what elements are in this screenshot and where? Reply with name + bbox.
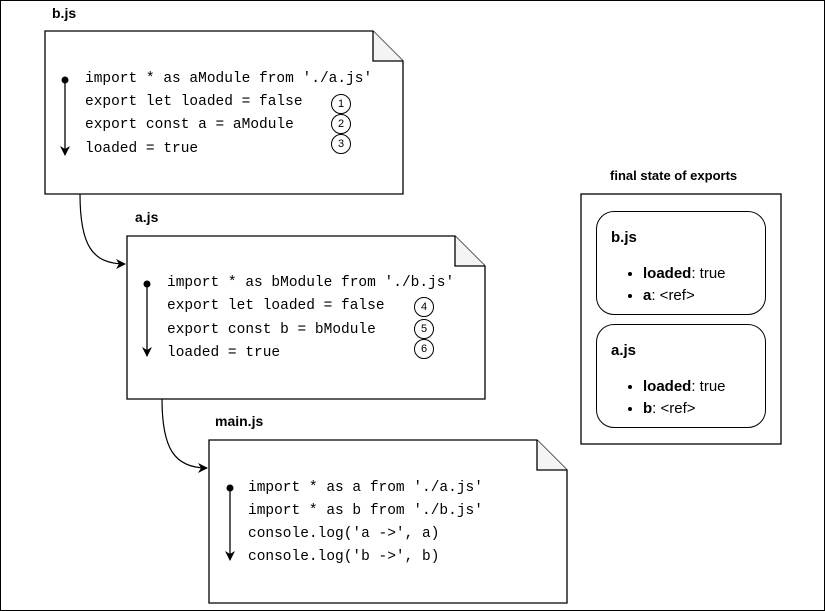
a-js-code-line-3: export const b = bModule	[167, 322, 376, 338]
export-value: : true	[691, 378, 726, 395]
a-js-file-box	[126, 235, 486, 400]
b-js-file-box	[44, 30, 404, 195]
b-js-code-line-3: export const a = aModule	[85, 117, 294, 133]
export-item-loaded: loaded: true	[643, 376, 726, 398]
a-to-main-connector	[161, 398, 208, 473]
main-js-code-line-4: console.log('b ->', b)	[248, 549, 440, 565]
step-badge-1: 1	[331, 94, 351, 114]
a-js-code-line-4: loaded = true	[167, 345, 281, 361]
export-item-b: b: <ref>	[643, 398, 726, 420]
export-key: loaded	[643, 265, 692, 282]
main-js-file-fold	[536, 440, 567, 471]
step-badge-2: 2	[331, 114, 351, 134]
a-js-title: a.js	[135, 209, 159, 225]
b-js-file-fold	[372, 31, 403, 62]
export-value: : <ref>	[651, 287, 695, 304]
step-badge-5: 5	[414, 319, 434, 339]
step-badge-4: 4	[414, 297, 434, 317]
exports-panel-title: final state of exports	[610, 168, 738, 183]
exports-card-a-js: a.js loaded: true b: <ref>	[596, 324, 766, 428]
a-js-code-line-1: import * as bModule from './b.js'	[167, 275, 455, 291]
export-item-loaded: loaded: true	[643, 263, 726, 285]
export-key: a	[643, 287, 652, 304]
export-key: b	[643, 400, 653, 417]
export-key: loaded	[643, 378, 692, 395]
export-value: : <ref>	[652, 400, 696, 417]
exports-card-b-js-title: b.js	[611, 229, 637, 246]
exports-card-a-js-list: loaded: true b: <ref>	[597, 376, 726, 420]
b-js-code-line-1: import * as aModule from './a.js'	[85, 71, 373, 87]
main-js-code-line-2: import * as b from './b.js'	[248, 503, 483, 519]
exports-card-b-js-list: loaded: true a: <ref>	[597, 263, 726, 307]
step-badge-3: 3	[331, 134, 351, 154]
export-item-a: a: <ref>	[643, 285, 726, 307]
b-to-a-connector	[79, 193, 126, 269]
exports-card-a-js-title: a.js	[611, 342, 637, 359]
main-js-code-line-1: import * as a from './a.js'	[248, 480, 483, 496]
step-badge-6: 6	[414, 339, 434, 359]
a-js-code-line-2: export let loaded = false	[167, 298, 385, 314]
main-js-file-box	[208, 439, 568, 604]
exports-card-b-js: b.js loaded: true a: <ref>	[596, 211, 766, 315]
export-value: : true	[691, 265, 726, 282]
main-js-title: main.js	[215, 413, 264, 429]
main-js-code-line-3: console.log('a ->', a)	[248, 526, 440, 542]
b-js-title: b.js	[52, 5, 77, 21]
b-js-code-line-2: export let loaded = false	[85, 94, 303, 110]
a-js-file-fold	[454, 236, 485, 267]
b-js-code-line-4: loaded = true	[85, 141, 199, 157]
